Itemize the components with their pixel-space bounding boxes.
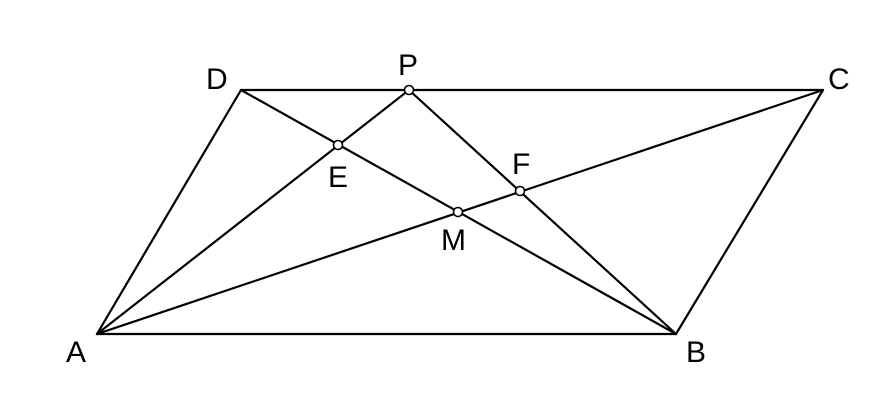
point-m-marker <box>452 206 464 218</box>
segment-ap <box>95 88 411 336</box>
label-e: E <box>328 161 348 194</box>
label-a: A <box>66 336 86 369</box>
point-f-marker <box>514 185 526 197</box>
segment-bc <box>674 88 825 336</box>
label-f: F <box>512 148 530 181</box>
label-b: B <box>686 336 706 369</box>
point-p-marker <box>403 84 415 96</box>
segment-bp <box>407 88 678 336</box>
segment-da <box>95 88 243 336</box>
point-e-marker <box>332 139 344 151</box>
label-p: P <box>398 49 418 82</box>
label-c: C <box>828 63 850 96</box>
label-m: M <box>441 224 466 257</box>
label-d: D <box>206 63 228 96</box>
